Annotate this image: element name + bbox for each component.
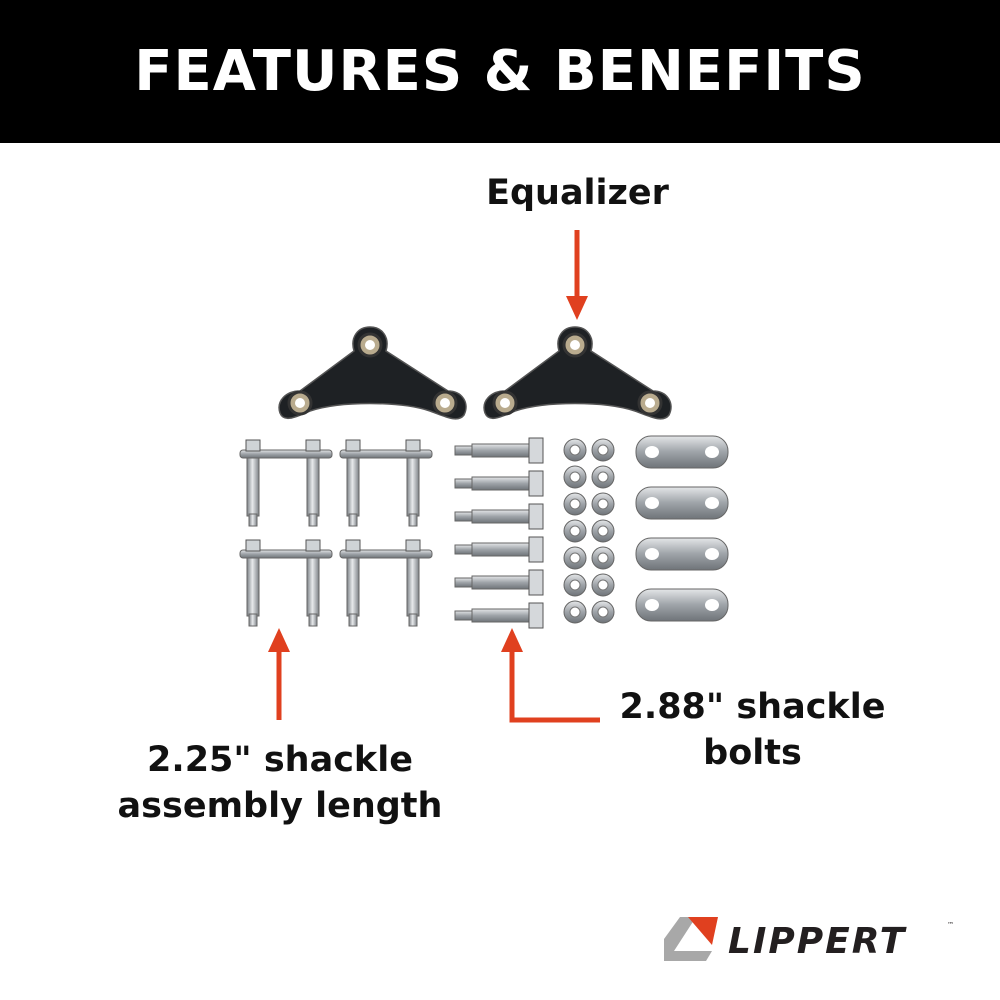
shackle-assembly [239,439,333,527]
nut [591,600,615,624]
shackle-bolt [454,437,544,464]
nut [563,546,587,570]
equalizer-arrow-head [566,296,588,320]
shackle-plate [635,588,729,622]
header-banner: FEATURES & BENEFITS [0,0,1000,143]
nut [563,492,587,516]
nut [591,546,615,570]
equalizer-part [483,326,672,420]
shackle-bolts-label-line2: bolts [703,733,802,773]
nut [563,465,587,489]
shackle-assembly-label-line2: assembly length [117,786,443,826]
logo-wordmark: LIPPERT [728,921,907,962]
shackle-bolt [454,470,544,497]
logo-mark-gray [664,917,712,961]
shackle-plate [635,486,729,520]
shackle-bolt [454,602,544,629]
arrows [268,230,600,723]
shackle-assembly [339,539,433,627]
shackle-assembly-label: 2.25" shackle assembly length [100,737,460,829]
shackle-plate [635,435,729,469]
shackle-assembly-label-line1: 2.25" shackle [147,740,413,780]
nut [591,465,615,489]
shackle-bolt [454,503,544,530]
equalizer-part [278,326,467,420]
shackle-assembly [239,539,333,627]
nut [563,573,587,597]
lippert-logo: LIPPERT ™ [664,917,954,962]
nut [563,600,587,624]
shackle-bolts-label-line1: 2.88" shackle [619,687,886,727]
shackle-plate [635,537,729,571]
shackle-bolts-label: 2.88" shackle bolts [600,684,905,776]
shackle-bolt [454,569,544,596]
page-title: FEATURES & BENEFITS [134,39,866,104]
nut [591,519,615,543]
nut [591,573,615,597]
shackle-assembly-arrow-head [268,628,290,652]
equalizer-label: Equalizer [486,173,669,213]
shackle-bolts-arrow-shaft [509,648,600,723]
shackle-bolts-arrow-head [501,628,523,652]
nut [591,492,615,516]
shackle-bolt [454,536,544,563]
nut [563,438,587,462]
logo-mark-red [688,917,718,945]
shackle-assembly [339,439,433,527]
nut [563,519,587,543]
logo-trademark: ™ [947,921,954,929]
nut [591,438,615,462]
